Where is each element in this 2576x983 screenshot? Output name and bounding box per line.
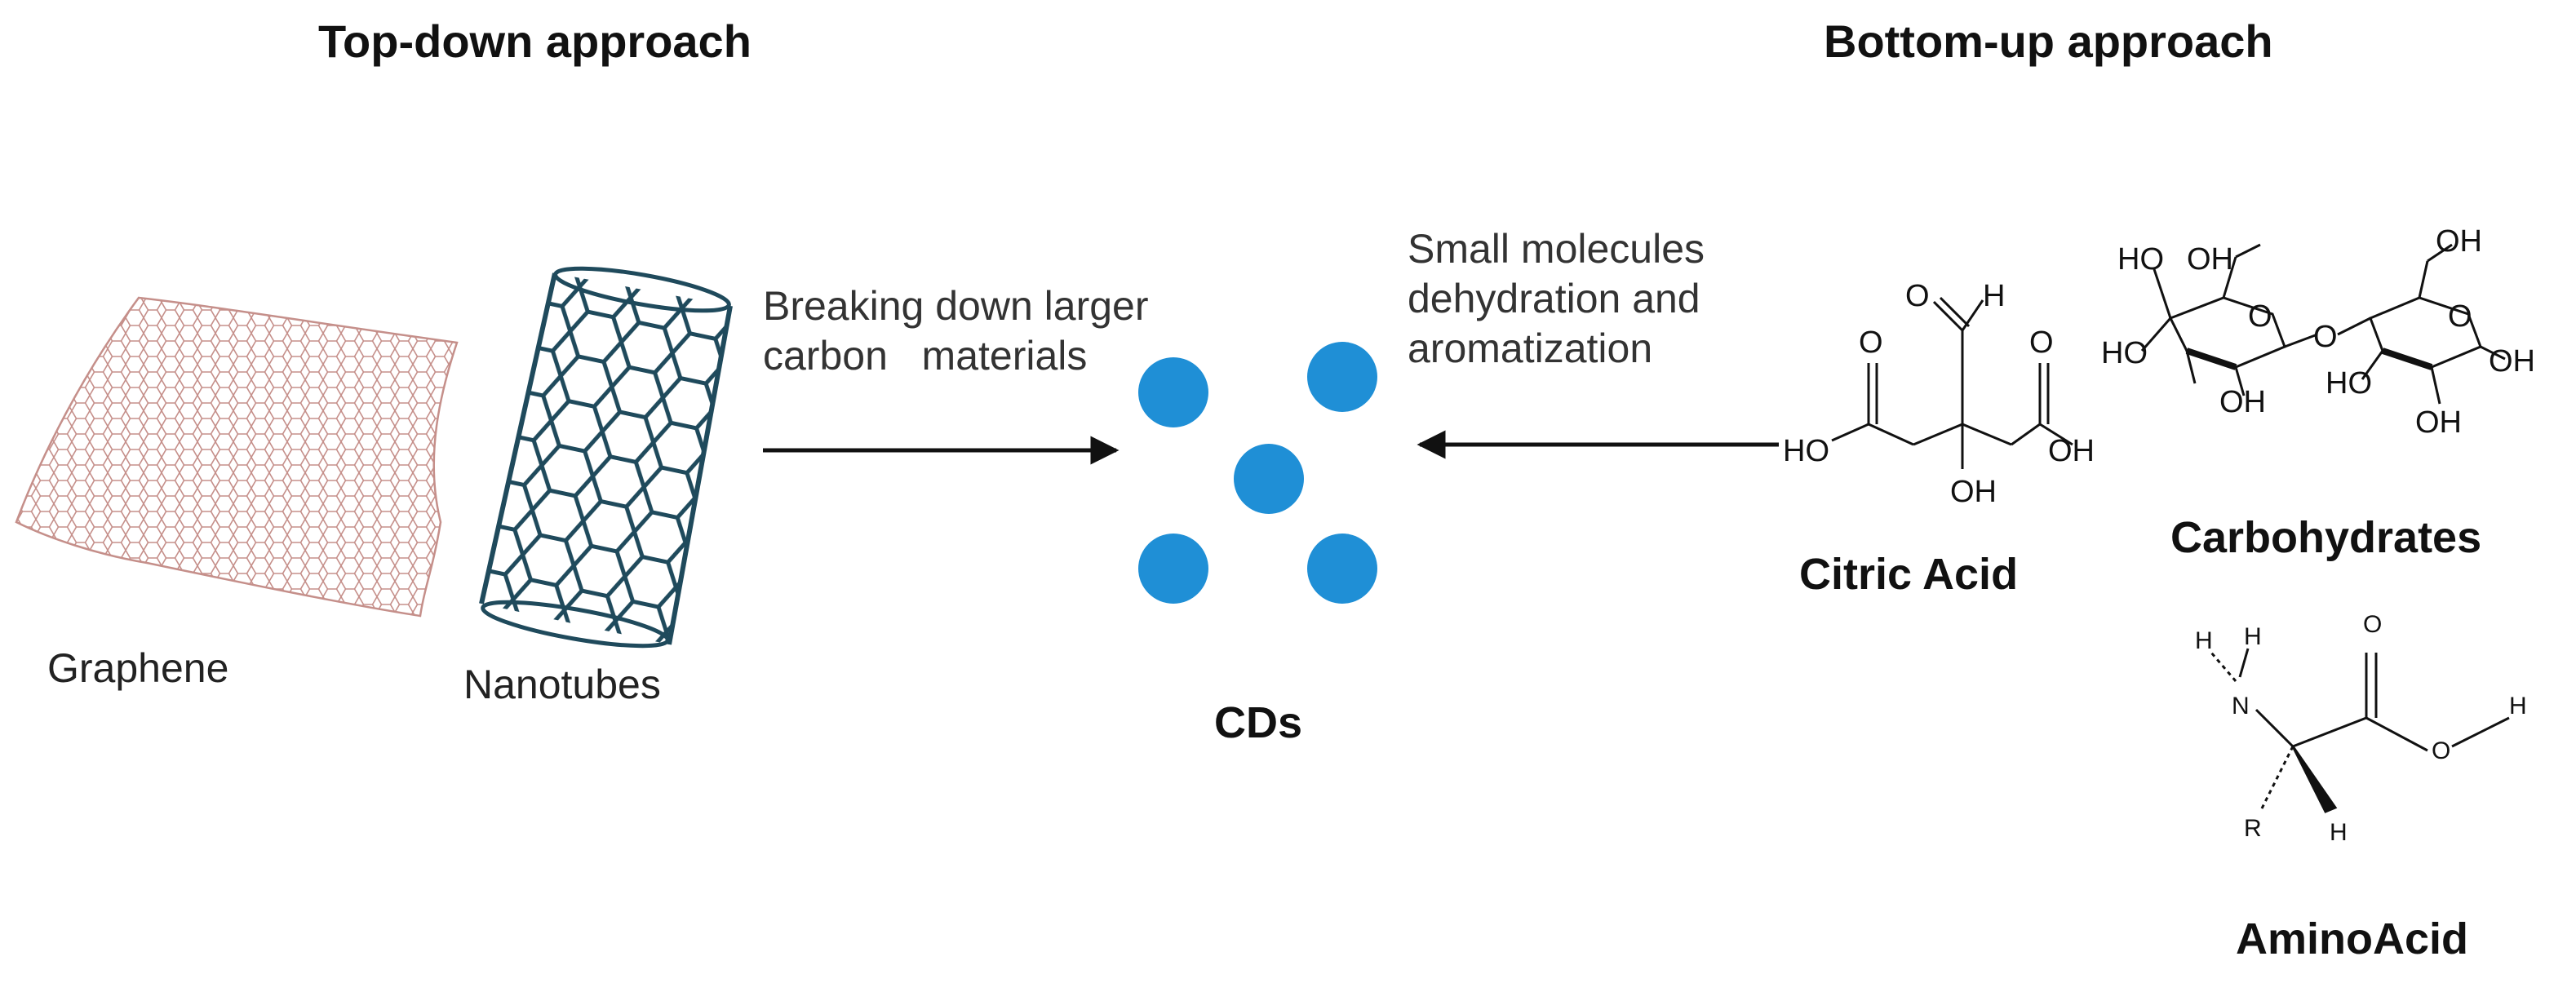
carbon-dot <box>1307 342 1377 412</box>
graphene-label: Graphene <box>47 645 229 691</box>
svg-text:O: O <box>2432 737 2450 764</box>
citric-acid-label: Citric Acid <box>1799 550 2019 599</box>
svg-text:HO: HO <box>2101 336 2148 370</box>
amino-acid-label: AminoAcid <box>2236 914 2469 963</box>
svg-text:OH: OH <box>2187 242 2233 277</box>
svg-text:O: O <box>1905 279 1930 313</box>
svg-text:OH: OH <box>1950 475 1997 509</box>
nanotubes-label: Nanotubes <box>463 662 661 707</box>
svg-text:OH: OH <box>2436 224 2482 259</box>
svg-text:HO: HO <box>2325 366 2372 401</box>
svg-text:O: O <box>2448 299 2472 334</box>
svg-text:H: H <box>1983 279 2005 313</box>
small-molecules-text: Small molecules dehydration and aromatiz… <box>1408 226 1705 371</box>
svg-text:O: O <box>2313 320 2338 354</box>
top-down-heading: Top-down approach <box>318 15 752 67</box>
svg-text:O: O <box>2363 611 2382 638</box>
svg-text:H: H <box>2195 627 2213 654</box>
svg-text:H: H <box>2244 623 2262 650</box>
carbon-dot <box>1234 444 1304 514</box>
svg-text:O: O <box>2248 299 2272 334</box>
citric-acid-labels: HO O O O H OH OH <box>1783 279 2095 509</box>
svg-text:O: O <box>2029 325 2054 360</box>
amino-acid-labels: H H N O O H R H <box>2195 611 2527 846</box>
carbon-dot <box>1307 534 1377 604</box>
carbon-dot <box>1138 534 1208 604</box>
breaking-down-text: Breaking down larger carbon materials <box>763 283 1149 379</box>
nanotube-icon <box>479 266 733 649</box>
svg-text:HO: HO <box>1783 434 1829 468</box>
svg-text:O: O <box>1859 325 1883 360</box>
citric-acid-structure <box>1831 296 2073 469</box>
svg-text:OH: OH <box>2048 434 2095 468</box>
bottom-up-heading: Bottom-up approach <box>1824 15 2273 67</box>
svg-text:OH: OH <box>2489 344 2535 379</box>
carbon-dots <box>1138 342 1377 604</box>
carbohydrate-structure <box>2140 243 2506 405</box>
carbohydrate-labels: HO OH O O OH O HO OH HO OH OH <box>2101 224 2535 440</box>
svg-text:H: H <box>2330 819 2348 846</box>
svg-text:N: N <box>2232 693 2250 720</box>
svg-text:H: H <box>2509 693 2527 720</box>
cds-label: CDs <box>1214 698 1303 747</box>
svg-text:R: R <box>2244 815 2262 842</box>
graphene-sheet-icon <box>15 296 459 618</box>
svg-text:OH: OH <box>2415 405 2462 440</box>
carbohydrates-label: Carbohydrates <box>2170 513 2482 562</box>
svg-text:HO: HO <box>2117 242 2164 277</box>
svg-text:OH: OH <box>2219 385 2266 419</box>
carbon-dot <box>1138 357 1208 427</box>
amino-acid-structure <box>2210 648 2510 813</box>
